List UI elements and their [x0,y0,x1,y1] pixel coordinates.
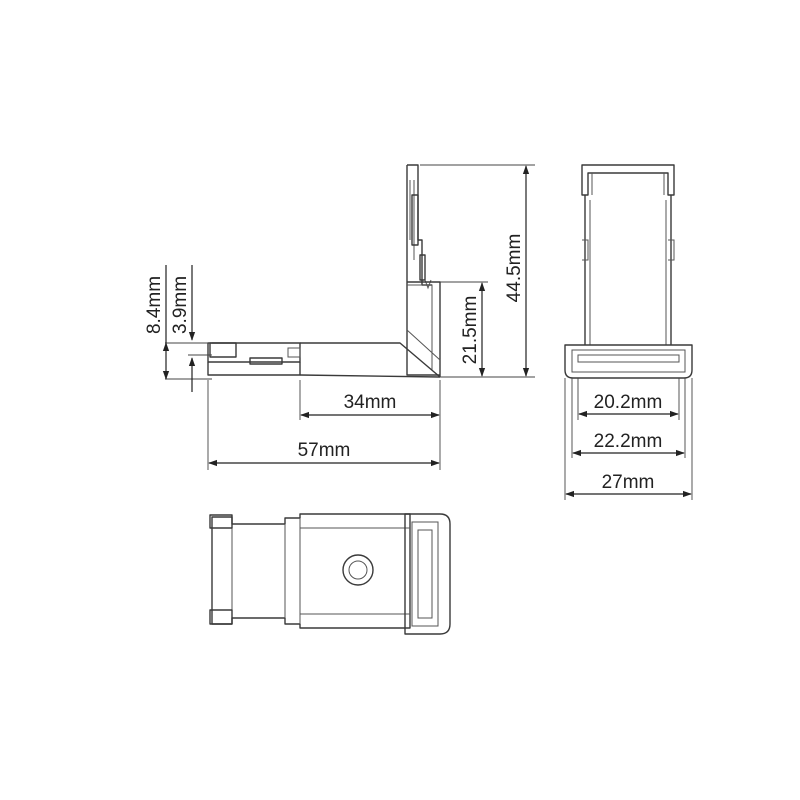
side-view-dimensions: 8.4mm 3.9mm 21.5mm 44.5mm 34mm 57mm [144,164,535,470]
end-view-dimensions: 20.2mm 22.2mm 27mm [564,378,693,500]
dim-label-27: 27mm [602,472,655,493]
dim-label-20-2: 20.2mm [594,392,663,413]
dim-label-21-5: 21.5mm [460,296,481,365]
dim-label-8-4: 8.4mm [144,276,165,334]
screw-hole-icon [342,554,374,586]
dim-label-44-5: 44.5mm [504,234,525,303]
dim-label-22-2: 22.2mm [594,431,663,452]
end-view [564,164,693,379]
top-view [209,513,451,635]
dim-label-34: 34mm [344,392,397,413]
dim-label-3-9: 3.9mm [170,276,191,334]
dim-label-57: 57mm [298,440,351,461]
side-view [207,164,441,378]
